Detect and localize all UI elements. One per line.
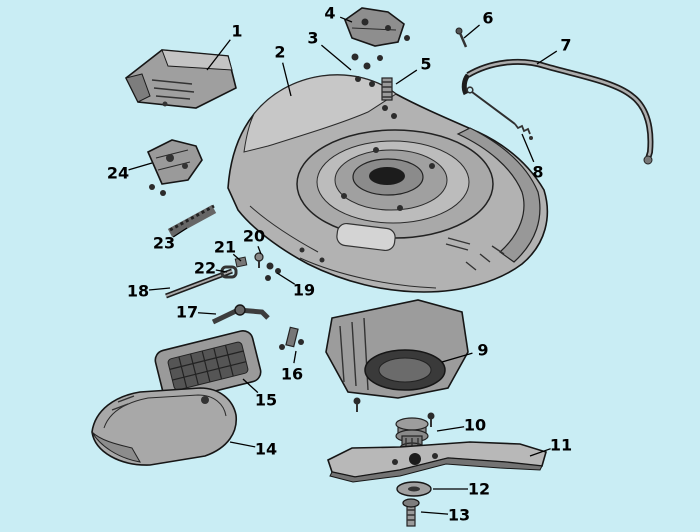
callout-number: 5 — [420, 55, 431, 74]
callout-leader-line — [197, 312, 217, 315]
callout-number: 6 — [482, 9, 493, 28]
callout-14: 14 — [229, 440, 277, 459]
part-mower-deck — [227, 74, 549, 293]
callout-7: 7 — [536, 36, 572, 65]
callout-leader-line — [257, 246, 262, 255]
callout-number: 8 — [532, 163, 543, 182]
callout-leader-line — [282, 62, 292, 97]
callout-leader-line — [441, 352, 473, 363]
callout-number: 16 — [281, 365, 303, 384]
callout-leader-line — [463, 24, 480, 39]
callout-5: 5 — [395, 55, 432, 85]
callout-12: 12 — [433, 480, 490, 499]
callout-leader-line — [436, 426, 465, 432]
callout-6: 6 — [463, 9, 494, 39]
callout-number: 19 — [293, 281, 315, 300]
callout-leader-line — [529, 448, 551, 457]
callout-number: 11 — [550, 436, 572, 455]
callout-24: 24 — [107, 162, 153, 183]
callout-23: 23 — [153, 227, 188, 253]
callout-number: 1 — [231, 22, 242, 41]
part-discharge-chute — [124, 49, 237, 109]
callout-number: 22 — [194, 259, 216, 278]
part-blade-baffle — [325, 299, 469, 427]
part-top-bracket — [344, 7, 410, 47]
callout-number: 24 — [107, 164, 129, 183]
callout-13: 13 — [420, 506, 470, 525]
part-handle-rod — [461, 58, 654, 165]
callout-number: 13 — [448, 506, 470, 525]
part-washer — [396, 481, 432, 497]
callout-number: 2 — [274, 43, 285, 62]
part-bracket-screws — [351, 53, 383, 87]
callout-number: 15 — [255, 391, 277, 410]
callout-number: 23 — [153, 234, 175, 253]
part-serrated-strip — [167, 204, 217, 237]
callout-leader-line — [172, 227, 188, 238]
part-blade-bolt — [402, 498, 420, 527]
callout-8: 8 — [521, 133, 544, 182]
callout-leader-line — [320, 44, 352, 71]
callout-leader-line — [128, 162, 153, 171]
callout-leader-line — [148, 287, 171, 291]
callout-10: 10 — [436, 416, 486, 435]
part-spring — [381, 77, 397, 119]
callout-18: 18 — [127, 282, 171, 301]
callout-11: 11 — [529, 436, 572, 457]
part-pin-screws — [279, 326, 304, 350]
callout-number: 18 — [127, 282, 149, 301]
callout-21: 21 — [214, 238, 242, 262]
callout-4: 4 — [324, 4, 353, 23]
callout-9: 9 — [441, 341, 489, 363]
part-vented-cover — [154, 329, 262, 403]
part-mower-blade — [327, 441, 547, 483]
callout-number: 20 — [243, 227, 265, 246]
callout-19: 19 — [276, 272, 315, 300]
callout-leader-line — [420, 511, 449, 515]
callout-number: 17 — [176, 303, 198, 322]
callout-number: 10 — [464, 416, 486, 435]
callout-leader-line — [293, 350, 297, 364]
callout-leader-line — [339, 16, 353, 23]
callout-leader-line — [521, 133, 535, 163]
callout-number: 21 — [214, 238, 236, 257]
callout-leader-line — [242, 378, 259, 394]
part-bolt-small — [455, 27, 468, 48]
callout-2: 2 — [274, 43, 292, 97]
callout-number: 3 — [307, 29, 318, 48]
callout-number: 7 — [560, 36, 571, 55]
callout-20: 20 — [243, 227, 265, 255]
callout-leader-line — [215, 269, 228, 273]
callout-leader-line — [536, 50, 558, 65]
callout-number: 4 — [324, 4, 335, 23]
part-mulch-cover — [91, 387, 237, 466]
part-cable-spring — [466, 86, 533, 140]
callout-leader-line — [206, 39, 231, 71]
callout-1: 1 — [206, 22, 243, 71]
callout-leader-line — [232, 253, 242, 262]
callout-leader-line — [395, 69, 418, 85]
callout-16: 16 — [281, 350, 303, 384]
part-hardware-cluster — [220, 252, 281, 281]
callout-leader-line — [276, 272, 296, 285]
callout-17: 17 — [176, 303, 217, 322]
callout-number: 9 — [477, 341, 488, 360]
callout-number: 14 — [255, 440, 277, 459]
callout-15: 15 — [242, 378, 277, 410]
callout-leader-line — [229, 441, 256, 448]
part-lever — [211, 304, 270, 325]
callout-22: 22 — [194, 259, 228, 278]
part-side-bracket — [146, 139, 203, 196]
callout-3: 3 — [307, 29, 352, 71]
callout-number: 12 — [468, 480, 490, 499]
